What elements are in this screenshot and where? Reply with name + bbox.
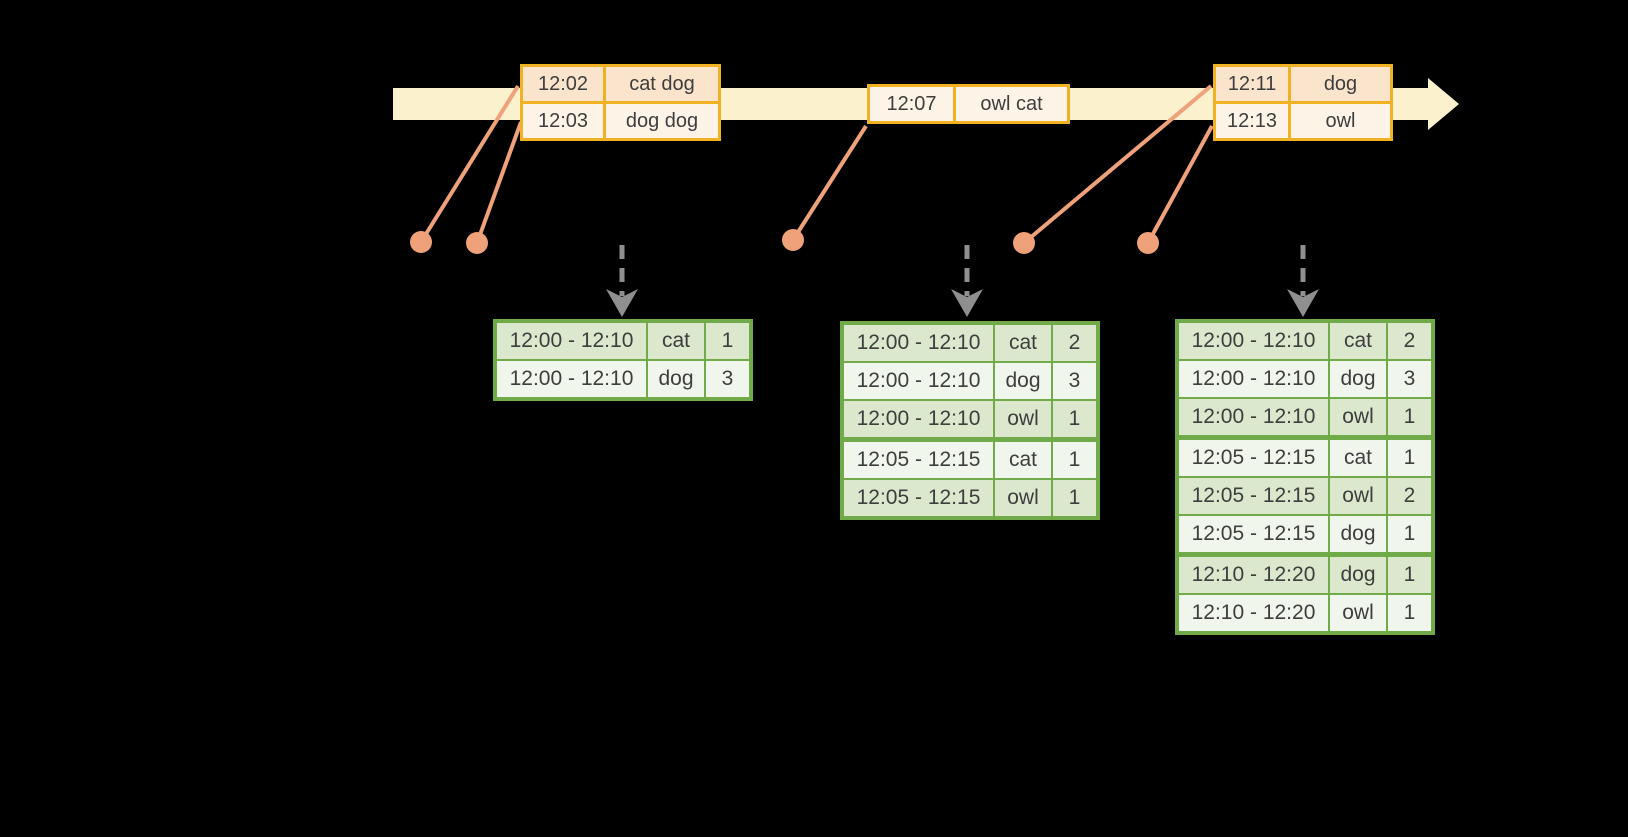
- trigger-arrows: [606, 245, 1319, 317]
- event-dot-icon: [1013, 232, 1035, 254]
- word-cell: cat: [1328, 435, 1388, 478]
- event-line-1213: [1146, 125, 1214, 244]
- event-time-cell: 12:02: [523, 67, 603, 101]
- event-words-cell: cat dog: [606, 67, 718, 101]
- event-table-1: 12:02 cat dog 12:03 dog dog: [520, 64, 721, 141]
- event-table-3: 12:11 dog 12:13 owl: [1213, 64, 1393, 141]
- table-row: 12:05 - 12:15 owl 1: [841, 478, 1099, 519]
- event-row: 12:11 dog: [1216, 67, 1390, 101]
- table-row: 12:00 - 12:10 dog 3: [494, 359, 752, 400]
- event-words-cell: dog: [1291, 67, 1390, 101]
- event-dot-icon: [466, 232, 488, 254]
- event-connector-lines: [419, 84, 1214, 245]
- word-cell: cat: [1328, 320, 1388, 361]
- result-table-1: 12:00 - 12:10 cat 1 12:00 - 12:10 dog 3: [493, 319, 753, 401]
- event-dot-icon: [1137, 232, 1159, 254]
- event-line-1207: [791, 124, 868, 242]
- count-cell: 2: [1051, 322, 1099, 363]
- table-row: 12:00 - 12:10 owl 1: [841, 399, 1099, 441]
- window-cell: 12:00 - 12:10: [494, 359, 648, 400]
- window-cell: 12:00 - 12:10: [841, 399, 995, 441]
- word-cell: dog: [1328, 359, 1388, 399]
- window-cell: 12:05 - 12:15: [1176, 514, 1330, 556]
- word-cell: cat: [993, 322, 1053, 363]
- word-cell: dog: [646, 359, 706, 400]
- table-row: 12:05 - 12:15 dog 1: [1176, 514, 1434, 556]
- down-arrow-icon: [606, 289, 638, 317]
- event-dot-icon: [782, 229, 804, 251]
- event-words-cell: owl: [1291, 104, 1390, 138]
- word-cell: cat: [646, 320, 706, 361]
- event-line-1203: [475, 121, 523, 244]
- table-row: 12:05 - 12:15 owl 2: [1176, 476, 1434, 516]
- result-table-3: 12:00 - 12:10 cat 2 12:00 - 12:10 dog 3 …: [1175, 319, 1435, 635]
- event-time-cell: 12:11: [1216, 67, 1288, 101]
- event-row: 12:02 cat dog: [523, 67, 718, 101]
- event-time-cell: 12:03: [523, 104, 603, 138]
- window-cell: 12:00 - 12:10: [494, 320, 648, 361]
- window-cell: 12:00 - 12:10: [1176, 397, 1330, 439]
- table-row: 12:00 - 12:10 cat 2: [1176, 320, 1434, 361]
- event-table-2: 12:07 owl cat: [867, 84, 1070, 124]
- result-table-2: 12:00 - 12:10 cat 2 12:00 - 12:10 dog 3 …: [840, 321, 1100, 520]
- table-row: 12:00 - 12:10 owl 1: [1176, 397, 1434, 439]
- count-cell: 1: [704, 320, 752, 361]
- table-row: 12:10 - 12:20 dog 1: [1176, 552, 1434, 595]
- count-cell: 1: [1386, 514, 1434, 556]
- count-cell: 3: [1386, 359, 1434, 399]
- word-cell: owl: [1328, 476, 1388, 516]
- window-cell: 12:05 - 12:15: [841, 478, 995, 519]
- word-cell: owl: [993, 399, 1053, 441]
- word-cell: dog: [993, 361, 1053, 401]
- count-cell: 1: [1051, 437, 1099, 480]
- table-row: 12:00 - 12:10 dog 3: [1176, 359, 1434, 399]
- window-cell: 12:00 - 12:10: [1176, 359, 1330, 399]
- word-cell: cat: [993, 437, 1053, 480]
- event-words-cell: dog dog: [606, 104, 718, 138]
- count-cell: 1: [1051, 399, 1099, 441]
- count-cell: 1: [1386, 397, 1434, 439]
- word-cell: dog: [1328, 552, 1388, 595]
- count-cell: 1: [1386, 593, 1434, 634]
- event-row: 12:13 owl: [1216, 104, 1390, 138]
- event-dot-icon: [410, 231, 432, 253]
- window-cell: 12:10 - 12:20: [1176, 552, 1330, 595]
- event-line-1202: [419, 84, 520, 244]
- table-row: 12:05 - 12:15 cat 1: [841, 437, 1099, 480]
- event-marker-dots: [410, 229, 1159, 254]
- word-cell: owl: [1328, 397, 1388, 439]
- window-cell: 12:05 - 12:15: [841, 437, 995, 480]
- word-cell: owl: [993, 478, 1053, 519]
- window-cell: 12:10 - 12:20: [1176, 593, 1330, 634]
- down-arrow-icon: [951, 289, 983, 317]
- window-cell: 12:05 - 12:15: [1176, 435, 1330, 478]
- event-words-cell: owl cat: [956, 87, 1067, 121]
- window-cell: 12:05 - 12:15: [1176, 476, 1330, 516]
- table-row: 12:05 - 12:15 cat 1: [1176, 435, 1434, 478]
- count-cell: 1: [1386, 552, 1434, 595]
- table-row: 12:00 - 12:10 cat 2: [841, 322, 1099, 363]
- count-cell: 3: [1051, 361, 1099, 401]
- event-time-cell: 12:07: [870, 87, 953, 121]
- event-line-1211: [1022, 84, 1213, 245]
- count-cell: 3: [704, 359, 752, 400]
- window-cell: 12:00 - 12:10: [1176, 320, 1330, 361]
- count-cell: 2: [1386, 476, 1434, 516]
- count-cell: 2: [1386, 320, 1434, 361]
- count-cell: 1: [1051, 478, 1099, 519]
- table-row: 12:00 - 12:10 dog 3: [841, 361, 1099, 401]
- event-time-cell: 12:13: [1216, 104, 1288, 138]
- count-cell: 1: [1386, 435, 1434, 478]
- down-arrow-icon: [1287, 289, 1319, 317]
- event-row: 12:07 owl cat: [870, 87, 1067, 121]
- window-cell: 12:00 - 12:10: [841, 361, 995, 401]
- table-row: 12:10 - 12:20 owl 1: [1176, 593, 1434, 634]
- table-row: 12:00 - 12:10 cat 1: [494, 320, 752, 361]
- word-cell: owl: [1328, 593, 1388, 634]
- word-cell: dog: [1328, 514, 1388, 556]
- timeline-arrow-icon: [1428, 78, 1459, 130]
- event-row: 12:03 dog dog: [523, 104, 718, 138]
- window-cell: 12:00 - 12:10: [841, 322, 995, 363]
